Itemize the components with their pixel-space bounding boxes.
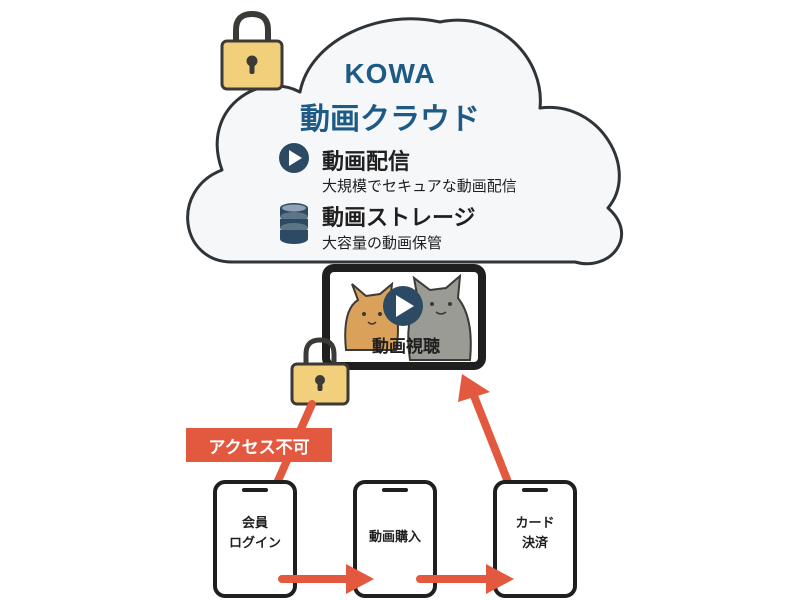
arrow-to-viewer [458, 374, 516, 496]
access-denied-badge: アクセス不可 [186, 428, 332, 462]
step-payment-label: カード 決済 [495, 514, 575, 554]
step-purchase-label: 動画購入 [355, 528, 435, 548]
step-login-label: 会員 ログイン [215, 514, 295, 554]
viewer-phone [322, 264, 486, 370]
cloud-title-line1: KOWA [344, 58, 436, 89]
cloud-lock-icon [220, 10, 284, 91]
storage-icon [280, 203, 308, 244]
feature-storage-desc: 大容量の動画保管 [322, 234, 443, 252]
step-purchase-line1: 動画購入 [368, 530, 421, 545]
arrow-login-to-purchase [278, 564, 374, 594]
step-payment-line1: カード [515, 516, 555, 531]
feature-storage-title: 動画ストレージ [322, 206, 476, 231]
step-login-line1: 会員 [241, 516, 268, 531]
cloud-shape [186, 17, 623, 266]
phone-purchase [353, 480, 437, 598]
viewer-lock-icon [290, 337, 350, 406]
phone-login [213, 480, 297, 598]
play-circle-icon [279, 143, 309, 173]
phone-payment [493, 480, 577, 598]
cat-grey-illustration [407, 273, 472, 361]
viewer-label: 動画視聴 [372, 337, 440, 357]
step-payment-line2: 決済 [521, 536, 548, 551]
step-login-line2: ログイン [228, 536, 281, 551]
feature-delivery-title: 動画配信 [322, 150, 411, 175]
arrow-purchase-to-payment [416, 564, 514, 594]
video-play-icon [383, 286, 423, 326]
feature-delivery-desc: 大規模でセキュアな動画配信 [322, 177, 517, 195]
cloud-title-line2: 動画クラウド [300, 103, 480, 136]
